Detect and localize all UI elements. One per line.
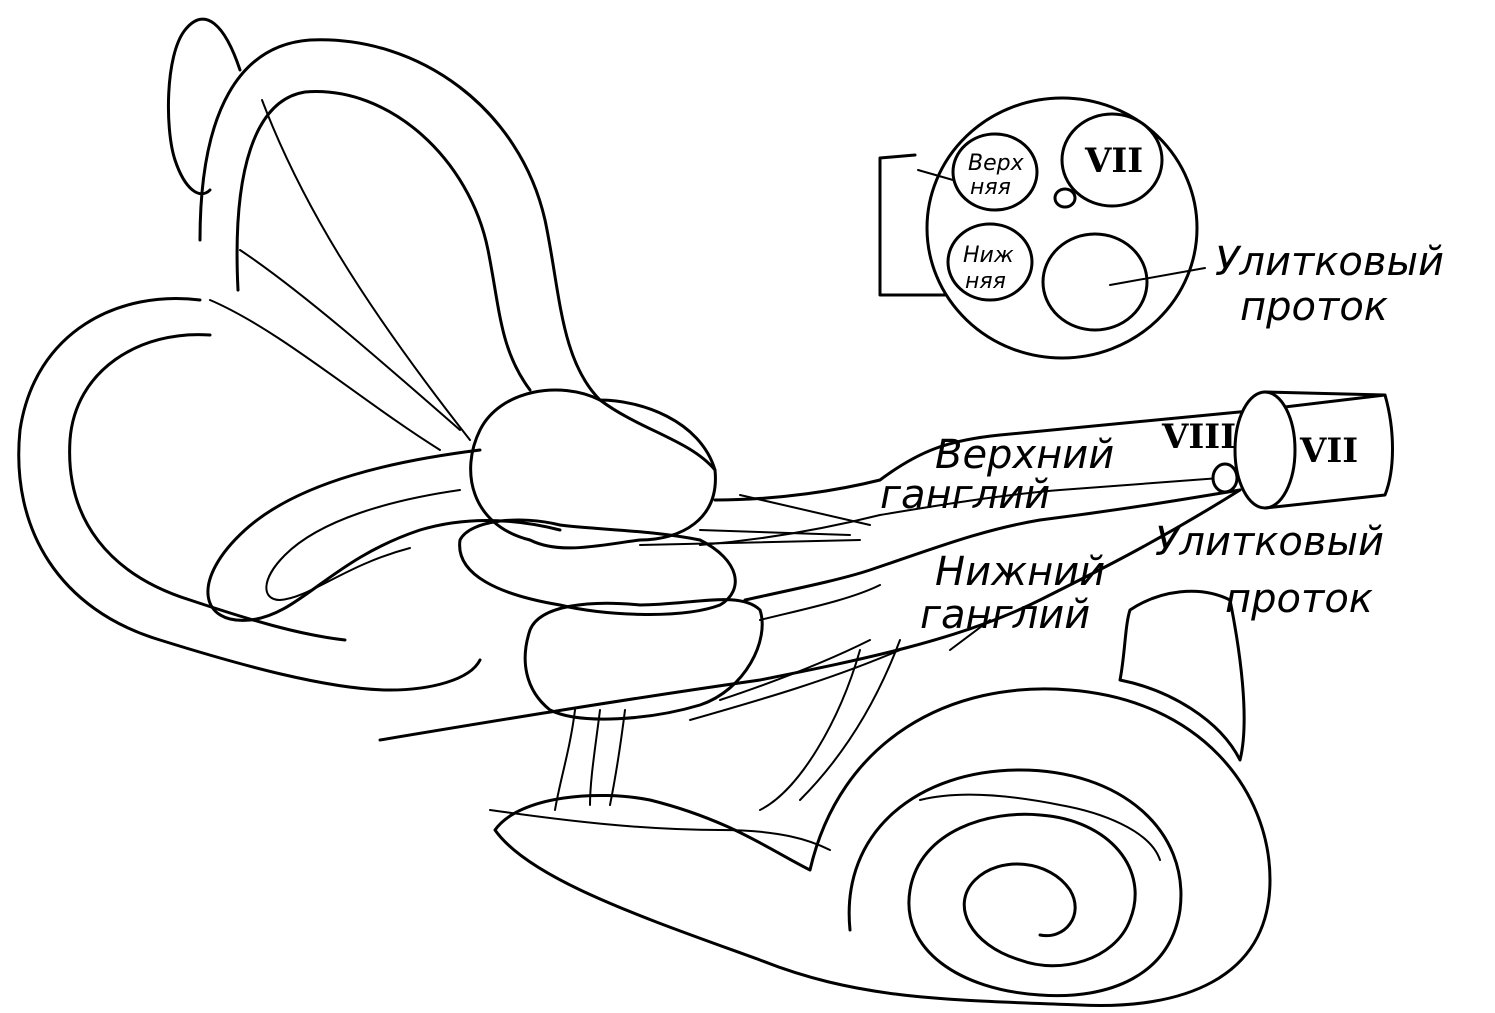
cochlea-whorl-1 xyxy=(849,770,1181,996)
utricle xyxy=(471,390,716,548)
fiber-3 xyxy=(740,495,870,525)
fiber-4 xyxy=(760,585,880,620)
lateral-canal xyxy=(208,450,560,620)
stalk-3 xyxy=(610,710,625,805)
crus-commune-3 xyxy=(210,300,440,450)
crus-commune-2 xyxy=(240,250,460,430)
inferior-ganglion-label-2: ганглий xyxy=(920,592,1090,638)
inset-superior-label-2: няя xyxy=(970,175,1011,200)
inset-cochlear-duct-label-1: Улитковый xyxy=(1215,239,1444,285)
cochlea-inner-line xyxy=(920,795,1160,860)
semicircular-canals xyxy=(19,19,715,690)
anterior-canal-inner xyxy=(237,92,530,390)
inset-inferior-label-1: Ниж xyxy=(963,243,1014,268)
lateral-canal-inner xyxy=(266,490,460,600)
nerve-cut-end xyxy=(1235,392,1295,508)
inset-cochlear-duct-label-2: проток xyxy=(1240,284,1388,330)
cochlear-duct-label-2: проток xyxy=(1225,576,1373,622)
cochlea-base-curve xyxy=(490,810,830,850)
nerve-viii-label: VIII xyxy=(1161,417,1236,457)
cochlear-duct-label-1: Улитковый xyxy=(1155,519,1384,565)
cochlea-whorl-3 xyxy=(964,864,1075,960)
nerve-bottom-edge xyxy=(380,490,1240,740)
inset-inferior-label-2: няя xyxy=(965,269,1006,294)
stalk-2 xyxy=(590,710,600,805)
fiber-2 xyxy=(700,530,850,535)
inferior-ganglion-label-1: Нижний xyxy=(935,549,1105,595)
stalk-1 xyxy=(555,710,575,810)
saccule-lower xyxy=(525,600,762,719)
nerve-vii-label: VII xyxy=(1299,431,1358,471)
fiber-1 xyxy=(640,540,860,545)
inset-superior-label-1: Верх xyxy=(968,151,1025,176)
cochlea-whorl-2 xyxy=(909,814,1135,995)
inset-small-dot xyxy=(1055,189,1075,207)
nerve-small-oval xyxy=(1213,464,1237,492)
superior-ganglion-label-2: ганглий xyxy=(880,472,1050,518)
cross-section-inset: Верх няя Ниж няя VII xyxy=(880,98,1205,358)
inset-facial-label: VII xyxy=(1084,141,1143,181)
posterior-canal-outer xyxy=(19,299,480,690)
vestibule xyxy=(460,390,763,719)
